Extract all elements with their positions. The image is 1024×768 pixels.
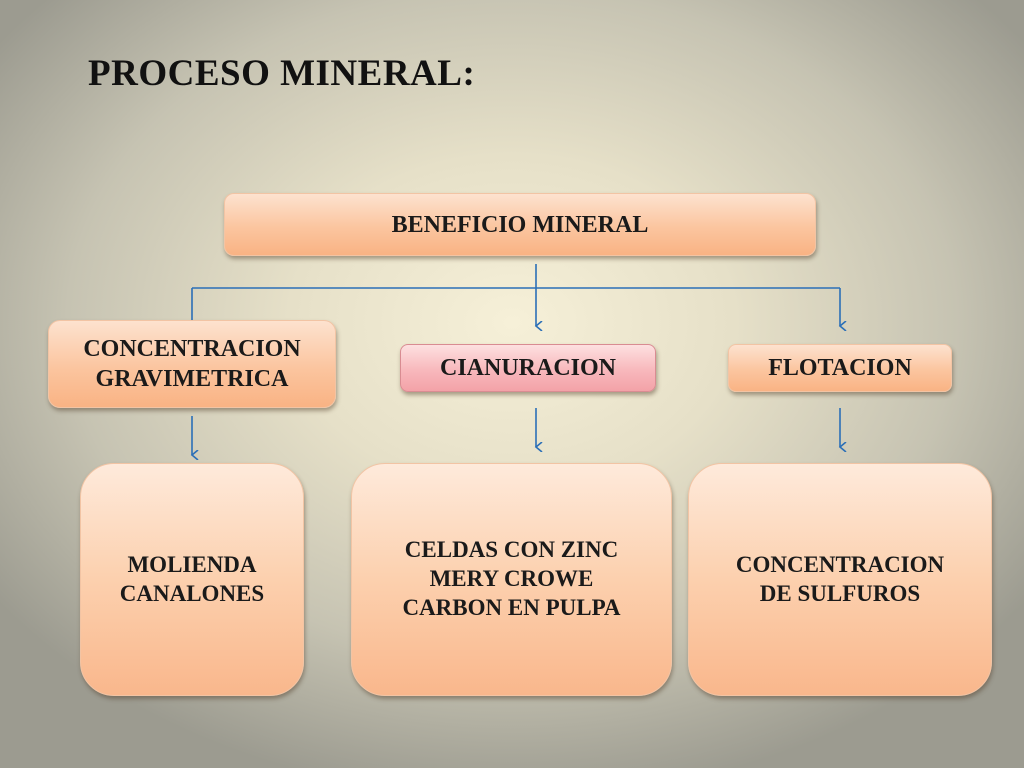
detail-line: MERY CROWE: [429, 566, 594, 592]
detail-line: CARBON EN PULPA: [402, 594, 621, 620]
detail-node-celdas-con-zinc: CELDAS CON ZINC MERY CROWE CARBON EN PUL…: [351, 463, 672, 696]
root-node-beneficio-mineral: BENEFICIO MINERAL: [224, 193, 816, 256]
detail-line: MOLIENDA: [127, 551, 257, 577]
detail-line: CANALONES: [119, 580, 265, 606]
detail-node-concentracion-de-sulfuros: CONCENTRACION DE SULFUROS: [688, 463, 992, 696]
root-node-label: BENEFICIO MINERAL: [391, 211, 649, 238]
branch-label: CIANURACION: [439, 355, 616, 381]
detail-line: CELDAS CON ZINC: [404, 537, 619, 563]
branch-node-cianuracion: CIANURACION: [400, 344, 656, 392]
branch-node-concentracion-gravimetrica: CONCENTRACION GRAVIMETRICA: [48, 320, 336, 408]
detail-line: CONCENTRACION: [735, 551, 945, 577]
detail-line: DE SULFUROS: [759, 580, 921, 606]
branch-node-flotacion: FLOTACION: [728, 344, 952, 392]
page-title: PROCESO MINERAL:: [88, 53, 476, 94]
branch-label: FLOTACION: [768, 355, 912, 381]
branch-label-line1: CONCENTRACION: [83, 336, 301, 362]
branch-label-line2: GRAVIMETRICA: [95, 366, 289, 392]
detail-node-molienda-canalones: MOLIENDA CANALONES: [80, 463, 304, 696]
